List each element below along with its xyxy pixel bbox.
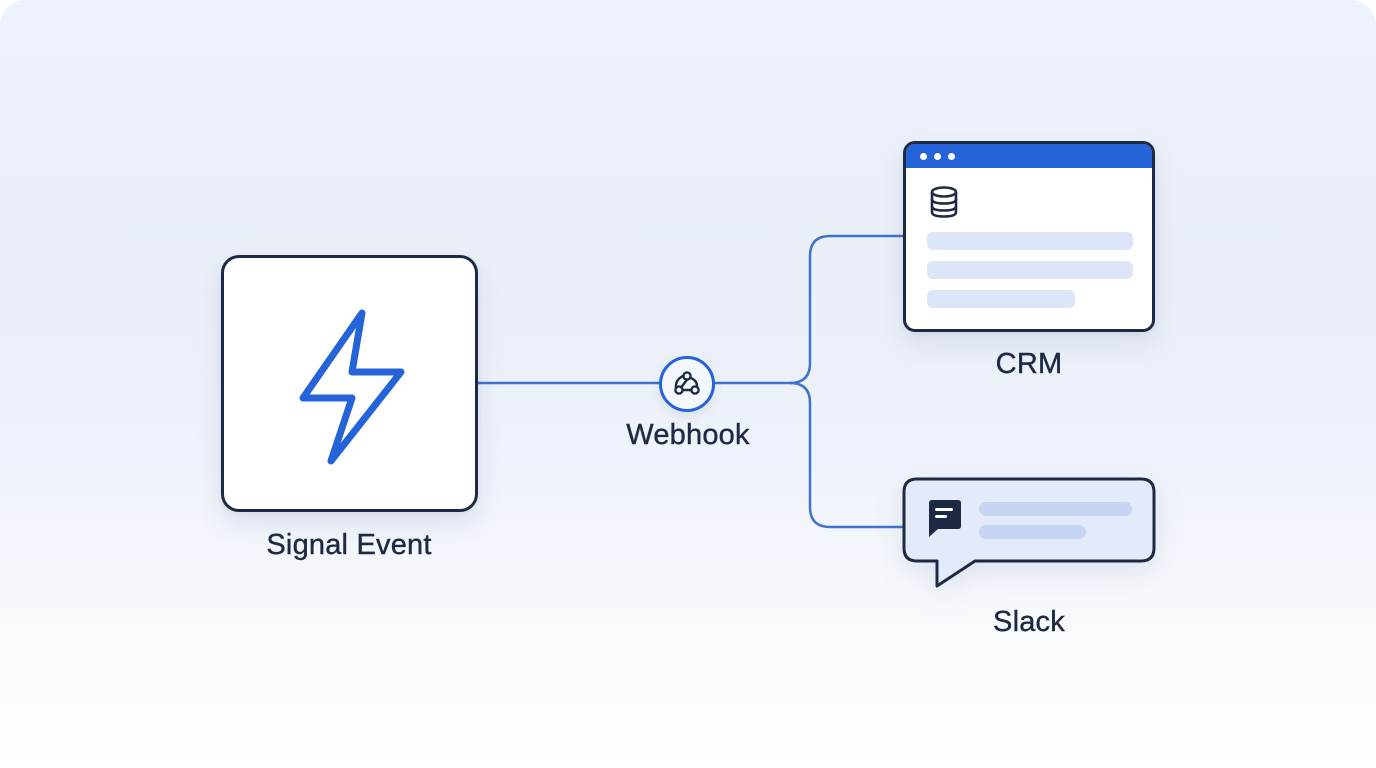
crm-placeholder-line [927,290,1075,308]
crm-placeholder-line [927,232,1133,250]
signal-event-label: Signal Event [266,529,432,561]
webhook-icon [674,371,700,395]
window-dot-icon [920,153,927,160]
webhook-node[interactable] [659,356,715,412]
crm-node[interactable] [903,141,1155,332]
crm-label: CRM [995,348,1063,380]
webhook-label: Webhook [626,419,750,451]
signal-event-node[interactable] [221,255,478,512]
window-dot-icon [934,153,941,160]
connector-webhook-to-slack [789,381,903,529]
crm-window-titlebar [906,144,1152,168]
slack-label: Slack [993,606,1065,638]
database-icon [930,186,958,218]
lightning-bolt-icon [299,309,405,465]
connector-webhook-to-crm [715,234,903,385]
crm-placeholder-line [927,261,1133,279]
window-dot-icon [948,153,955,160]
